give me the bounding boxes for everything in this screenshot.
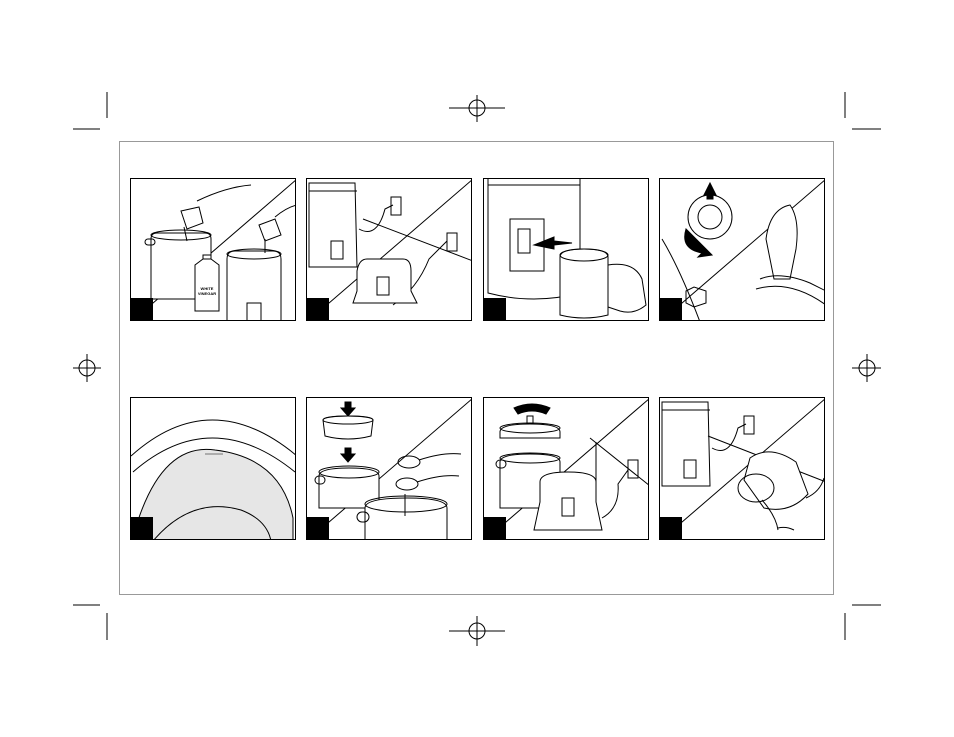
illustration-panel-3 <box>483 178 649 321</box>
step-marker-2 <box>307 298 329 320</box>
bottle-label-line2: VINEGAR <box>193 291 221 296</box>
step-marker-5 <box>131 517 153 539</box>
insert-basket-illustration <box>307 398 472 540</box>
illustration-panel-7 <box>483 397 649 540</box>
illustration-panel-6 <box>306 397 472 540</box>
lid-plug-in-illustration <box>484 398 649 540</box>
pour-vinegar-illustration <box>131 179 296 321</box>
step-marker-6 <box>307 517 329 539</box>
illustration-panel-4 <box>659 178 825 321</box>
illustration-panel-8 <box>659 397 825 540</box>
vinegar-bottle-label: WHITE VINEGAR <box>193 286 221 296</box>
remove-faucet-illustration <box>660 179 825 321</box>
pour-out-illustration <box>660 398 825 540</box>
inner-view-illustration <box>131 398 296 540</box>
step-marker-4 <box>660 298 682 320</box>
step-marker-1 <box>131 298 153 320</box>
illustration-panel-2 <box>306 178 472 321</box>
step-marker-8 <box>660 517 682 539</box>
plug-in-illustration <box>307 179 472 321</box>
illustration-panel-5 <box>130 397 296 540</box>
step-marker-7 <box>484 517 506 539</box>
fill-cup-illustration <box>484 179 649 321</box>
illustration-panel-1: WHITE VINEGAR <box>130 178 296 321</box>
step-marker-3 <box>484 298 506 320</box>
